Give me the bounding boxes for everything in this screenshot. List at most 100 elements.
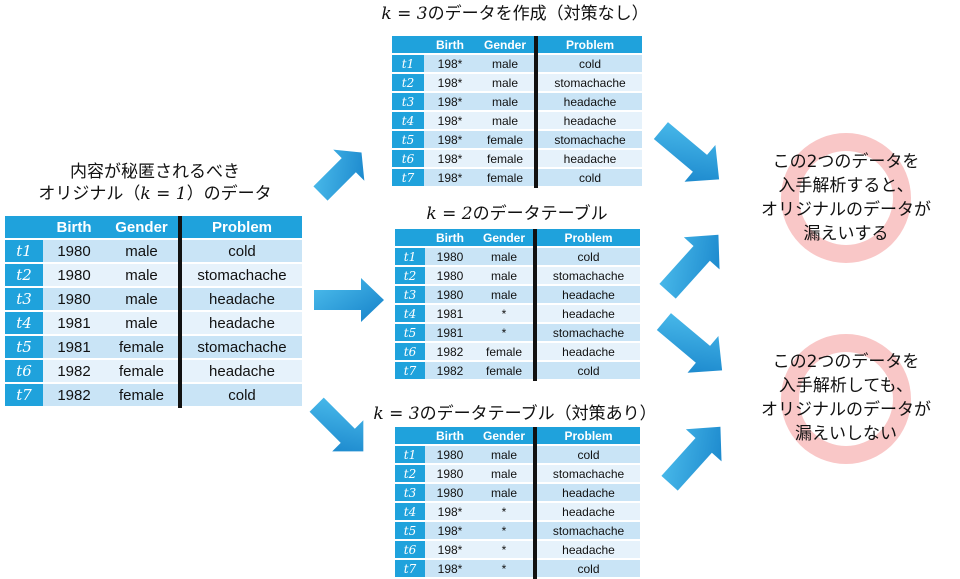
leak-result-text: この2つのデータを 入手解析すると、 オリジナルのデータが 漏えいする bbox=[761, 152, 931, 244]
cell-problem: headache bbox=[533, 342, 640, 362]
cell-problem: cold bbox=[533, 559, 640, 579]
row-id: t1 bbox=[392, 54, 424, 74]
cell-birth: 1982 bbox=[425, 361, 475, 381]
cell-gender: male bbox=[475, 285, 535, 305]
cell-problem: headache bbox=[533, 304, 640, 324]
header-id-cell bbox=[392, 36, 424, 55]
cell-problem: cold bbox=[533, 247, 640, 267]
cell-problem: headache bbox=[178, 287, 302, 312]
safe-result-text: この2つのデータを 入手解析しても、 オリジナルのデータが 漏えいしない bbox=[761, 352, 931, 444]
cell-birth: 198* bbox=[425, 559, 475, 579]
cell-problem: cold bbox=[178, 383, 302, 408]
row-id: t6 bbox=[392, 149, 424, 169]
cell-problem: headache bbox=[178, 311, 302, 336]
column-header-birth: Birth bbox=[424, 36, 476, 55]
row-id: t4 bbox=[395, 502, 425, 522]
cell-gender: female bbox=[476, 168, 536, 188]
cell-problem: cold bbox=[178, 239, 302, 264]
cell-birth: 198* bbox=[424, 149, 476, 169]
cell-birth: 198* bbox=[424, 130, 476, 150]
cell-problem: stomachache bbox=[533, 266, 640, 286]
column-header-problem: Problem bbox=[178, 216, 302, 240]
cell-birth: 1980 bbox=[43, 239, 105, 264]
header-id-cell bbox=[395, 229, 425, 248]
cell-gender: male bbox=[475, 464, 535, 484]
column-header-gender: Gender bbox=[476, 36, 536, 55]
cell-birth: 1981 bbox=[425, 304, 475, 324]
row-id: t6 bbox=[5, 359, 43, 384]
row-id: t2 bbox=[395, 266, 425, 286]
row-id: t7 bbox=[395, 559, 425, 579]
cell-birth: 1981 bbox=[43, 335, 105, 360]
cell-birth: 1980 bbox=[425, 266, 475, 286]
arrow-original-to-k3safe bbox=[309, 397, 364, 452]
cell-gender: male bbox=[475, 266, 535, 286]
row-id: t7 bbox=[5, 383, 43, 408]
cell-gender: male bbox=[105, 239, 180, 264]
arrow-original-to-k3naive bbox=[313, 149, 365, 201]
k2-title: k = 2のデータテーブル bbox=[426, 204, 608, 224]
cell-birth: 1980 bbox=[425, 247, 475, 267]
column-header-problem: Problem bbox=[533, 427, 640, 446]
row-id: t2 bbox=[5, 263, 43, 288]
arrow-k3naive-to-leak bbox=[653, 122, 720, 182]
cell-problem: headache bbox=[533, 483, 640, 503]
cell-birth: 1980 bbox=[425, 464, 475, 484]
k3-naive-title: k = 3のデータを作成（対策なし） bbox=[381, 4, 649, 24]
cell-gender: * bbox=[475, 323, 535, 343]
row-id: t6 bbox=[395, 540, 425, 560]
cell-problem: cold bbox=[533, 361, 640, 381]
cell-gender: female bbox=[475, 342, 535, 362]
cell-birth: 1982 bbox=[43, 383, 105, 408]
cell-problem: headache bbox=[534, 92, 642, 112]
arrow-original-to-k2 bbox=[314, 278, 384, 322]
cell-birth: 198* bbox=[425, 502, 475, 522]
cell-gender: * bbox=[475, 304, 535, 324]
cell-birth: 1980 bbox=[425, 445, 475, 465]
cell-gender: male bbox=[475, 483, 535, 503]
cell-birth: 198* bbox=[425, 521, 475, 541]
column-header-problem: Problem bbox=[534, 36, 642, 55]
cell-gender: female bbox=[105, 335, 180, 360]
cell-problem: cold bbox=[533, 445, 640, 465]
cell-birth: 1982 bbox=[425, 342, 475, 362]
row-id: t6 bbox=[395, 342, 425, 362]
cell-birth: 198* bbox=[424, 168, 476, 188]
column-header-gender: Gender bbox=[475, 229, 535, 248]
cell-gender: male bbox=[105, 311, 180, 336]
header-id-cell bbox=[5, 216, 43, 240]
cell-gender: female bbox=[476, 149, 536, 169]
row-id: t2 bbox=[392, 73, 424, 93]
cell-gender: male bbox=[476, 111, 536, 131]
row-id: t4 bbox=[5, 311, 43, 336]
column-header-birth: Birth bbox=[425, 229, 475, 248]
cell-gender: * bbox=[475, 502, 535, 522]
cell-problem: headache bbox=[533, 285, 640, 305]
cell-gender: male bbox=[475, 445, 535, 465]
cell-problem: stomachache bbox=[534, 130, 642, 150]
row-id: t4 bbox=[392, 111, 424, 131]
cell-problem: cold bbox=[534, 168, 642, 188]
cell-birth: 198* bbox=[425, 540, 475, 560]
safe-result-circle bbox=[781, 334, 911, 464]
cell-problem: headache bbox=[533, 502, 640, 522]
arrow-k3safe-to-safe bbox=[661, 426, 722, 491]
